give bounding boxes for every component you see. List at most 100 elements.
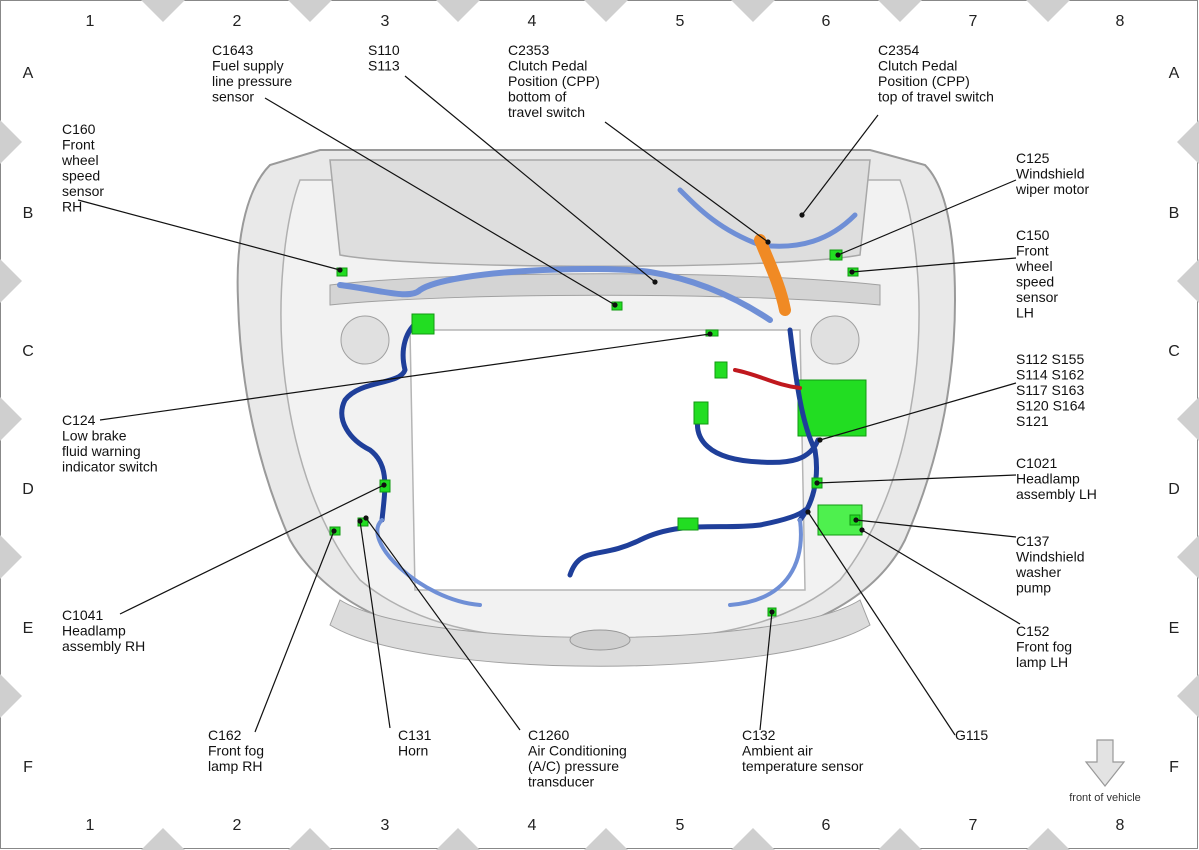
callout-line: bottom of xyxy=(508,89,566,105)
leader-line-c152 xyxy=(861,529,1021,625)
connector-c160 xyxy=(336,267,348,277)
grid-row-label-left: F xyxy=(23,759,33,776)
leader-line-c2354 xyxy=(801,114,879,216)
grid-column-label-top: 2 xyxy=(233,13,242,30)
grid-marker-top xyxy=(731,0,775,22)
leader-dot-c2354 xyxy=(799,212,805,218)
callout-line: Front fog xyxy=(1016,639,1072,655)
callout-line: S120 S164 xyxy=(1016,398,1085,414)
callout-line: S112 S155 xyxy=(1016,351,1084,367)
grid-row-label-left: B xyxy=(23,205,34,222)
battery-junction-box xyxy=(797,379,867,437)
callout-line: S114 S162 xyxy=(1016,367,1084,383)
callout-line: sensor xyxy=(212,89,254,105)
leader-dot-c137 xyxy=(853,517,859,523)
front-bumper xyxy=(329,599,871,667)
callout-line: C1643 xyxy=(212,42,253,58)
grid-marker-right xyxy=(1177,120,1199,164)
callout-line: speed xyxy=(1016,274,1054,290)
callout-line: wheel xyxy=(61,152,99,168)
leader-line-c1260 xyxy=(365,517,521,731)
connector-left-cluster xyxy=(693,401,709,425)
callout-line: C124 xyxy=(62,412,96,428)
callout-line: Horn xyxy=(398,743,428,759)
grid-column-label-bottom: 6 xyxy=(822,817,831,834)
grid-row-label-left: D xyxy=(22,481,34,498)
leader-dot-c160 xyxy=(337,267,343,273)
callout-line: C150 xyxy=(1016,227,1050,243)
callout-line: C132 xyxy=(742,727,776,743)
leader-line-c162 xyxy=(254,530,335,733)
callout-line: C1260 xyxy=(528,727,569,743)
grid-marker-top xyxy=(436,0,480,22)
grid-marker-left xyxy=(0,259,22,303)
leader-dot-c150 xyxy=(849,269,855,275)
callout-line: C131 xyxy=(398,727,432,743)
harness-light-lower-left xyxy=(375,518,482,607)
leader-line-c137 xyxy=(855,519,1017,538)
grid-marker-bottom xyxy=(436,828,480,850)
callout-line: LH xyxy=(1016,305,1034,321)
callout-line: S117 S163 xyxy=(1016,382,1084,398)
callout-line: C1041 xyxy=(62,607,103,623)
leader-line-c1041 xyxy=(119,484,385,615)
callout-line: Clutch Pedal xyxy=(878,58,957,74)
grid-column-label-bottom: 2 xyxy=(233,817,242,834)
callout-line: Front fog xyxy=(208,743,264,759)
callout-line: C162 xyxy=(208,727,242,743)
grid-marker-bottom xyxy=(584,828,628,850)
callout-line: temperature sensor xyxy=(742,758,864,774)
leader-dot-c1041 xyxy=(381,482,387,488)
callout-line: fluid warning xyxy=(62,443,141,459)
callout-line: C160 xyxy=(62,121,96,137)
grid-column-label-top: 5 xyxy=(676,13,685,30)
grid-column-label-bottom: 7 xyxy=(969,817,978,834)
front-arrow-icon xyxy=(1084,739,1126,787)
callout-line: Fuel supply xyxy=(212,58,284,74)
callout-line: lamp LH xyxy=(1016,654,1068,670)
strut-tower-rh xyxy=(340,315,390,365)
front-of-vehicle-label: front of vehicle xyxy=(1069,792,1141,804)
callout-line: wheel xyxy=(1015,258,1053,274)
grid-marker-bottom xyxy=(878,828,922,850)
grid-marker-top xyxy=(1026,0,1070,22)
callout-line: Headlamp xyxy=(62,623,126,639)
leader-line-c2353 xyxy=(604,121,769,243)
grid-row-label-right: D xyxy=(1168,481,1180,498)
callout-line: Low brake xyxy=(62,428,127,444)
callout-line: C152 xyxy=(1016,623,1050,639)
leader-line-c124 xyxy=(99,333,711,421)
callout-line: indicator switch xyxy=(62,459,158,475)
grid-column-label-bottom: 8 xyxy=(1116,817,1125,834)
callout-line: S121 xyxy=(1016,413,1049,429)
grid-column-label-top: 7 xyxy=(969,13,978,30)
callout-line: sensor xyxy=(62,183,104,199)
callout-line: Headlamp xyxy=(1016,471,1080,487)
callout-line: speed xyxy=(62,168,100,184)
leader-dot-c124 xyxy=(707,331,713,337)
leader-line-c131 xyxy=(359,520,391,729)
grid-marker-right xyxy=(1177,535,1199,579)
grid-row-label-left: E xyxy=(23,620,34,637)
grid-marker-bottom xyxy=(141,828,185,850)
callout-line: Windshield xyxy=(1016,166,1084,182)
callout-line: C2354 xyxy=(878,42,919,58)
cowl-panel xyxy=(329,159,871,267)
callout-line: Ambient air xyxy=(742,743,813,759)
leader-dot-c131 xyxy=(357,518,363,524)
leader-dot-c162 xyxy=(331,528,337,534)
callout-line: C2353 xyxy=(508,42,549,58)
callout-line: Clutch Pedal xyxy=(508,58,587,74)
leader-line-g115 xyxy=(807,511,956,736)
callout-line: top of travel switch xyxy=(878,89,994,105)
harness-main-left xyxy=(339,317,423,523)
harness-box-loop xyxy=(695,407,821,465)
